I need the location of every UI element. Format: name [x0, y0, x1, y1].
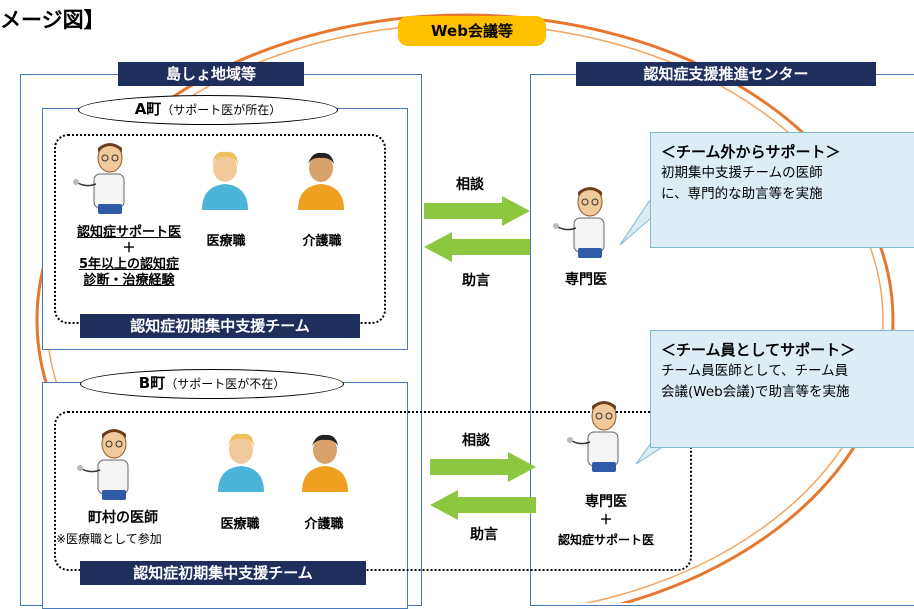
doctor-icon: [73, 143, 125, 214]
consult-label-top: 相談: [456, 177, 484, 193]
town-b-medical-label: 医療職: [220, 517, 260, 532]
specialist-label-bottom-1: 専門医: [585, 494, 627, 510]
town-a-team-label: 認知症初期集中支援チーム: [80, 314, 360, 338]
town-a-doctor-label-1: 認知症サポート医: [76, 225, 181, 240]
town-b-team-label: 認知症初期集中支援チーム: [80, 561, 366, 585]
callout-bottom: ＜チーム員としてサポート＞ チーム員医師として、チーム員 会議(Web会議)で助…: [650, 330, 914, 448]
town-b-oval: B町（サポート医が不在）: [80, 369, 344, 399]
medical-staff-icon: [202, 151, 248, 210]
town-a-note: （サポート医が所在）: [161, 103, 282, 117]
specialist-label-top: 専門医: [565, 272, 607, 288]
town-a-doctor-label-4: 診断・治療経験: [83, 273, 175, 288]
advice-arrow-top: [424, 232, 530, 262]
specialist-support-doctor-icon: [567, 401, 619, 472]
town-b-name: B町: [138, 374, 166, 392]
town-b-care-label: 介護職: [304, 517, 344, 532]
consult-arrow-top: [424, 196, 530, 226]
consult-label-bottom: 相談: [462, 433, 490, 449]
care-staff-icon: [298, 152, 344, 210]
town-a-medical-label: 医療職: [206, 234, 246, 249]
town-a-oval: A町（サポート医が所在）: [78, 95, 338, 125]
town-doctor-icon: [77, 429, 129, 500]
town-a-doctor-label-2: ＋: [122, 241, 136, 256]
town-b-medical-staff-icon: [218, 433, 264, 492]
callout-top-line-1: 初期集中支援チームの医師: [661, 165, 823, 181]
callout-bottom-line-2: 会議(Web会議)で助言等を実施: [661, 384, 850, 400]
advice-label-top: 助言: [462, 273, 490, 289]
callout-top: ＜チーム外からサポート＞ 初期集中支援チームの医師 に、専門的な助言等を実施: [650, 132, 914, 248]
callout-top-line-2: に、専門的な助言等を実施: [661, 186, 823, 202]
town-b-team-frame: [54, 411, 692, 571]
town-b-doctor-label: 町村の医師: [88, 510, 158, 526]
town-b-note: （サポート医が不在）: [165, 377, 286, 391]
callout-top-head: ＜チーム外からサポート＞: [661, 143, 841, 161]
town-a-doctor-label-3: 5年以上の認知症: [78, 257, 180, 272]
advice-arrow-bottom: [430, 490, 536, 520]
right-panel-title: 認知症支援推進センター: [576, 62, 876, 86]
advice-label-bottom: 助言: [470, 527, 498, 543]
town-a-care-label: 介護職: [302, 234, 342, 249]
left-panel-title: 島しょ地域等: [118, 62, 304, 86]
specialist-label-bottom-3: 認知症サポート医: [557, 533, 654, 547]
callout-bottom-line-1: チーム員医師として、チーム員: [661, 363, 849, 379]
specialist-icon: [553, 187, 605, 258]
web-meeting-badge: Web会議等: [398, 16, 546, 46]
specialist-label-bottom-2: ＋: [599, 513, 613, 528]
callout-bottom-head: ＜チーム員としてサポート＞: [661, 341, 856, 359]
diagram-title: メージ図】: [0, 8, 105, 32]
town-a-name: A町: [134, 100, 162, 118]
town-b-care-staff-icon: [302, 434, 348, 492]
town-b-doctor-note: ※医療職として参加: [56, 532, 162, 546]
consult-arrow-bottom: [430, 452, 536, 482]
